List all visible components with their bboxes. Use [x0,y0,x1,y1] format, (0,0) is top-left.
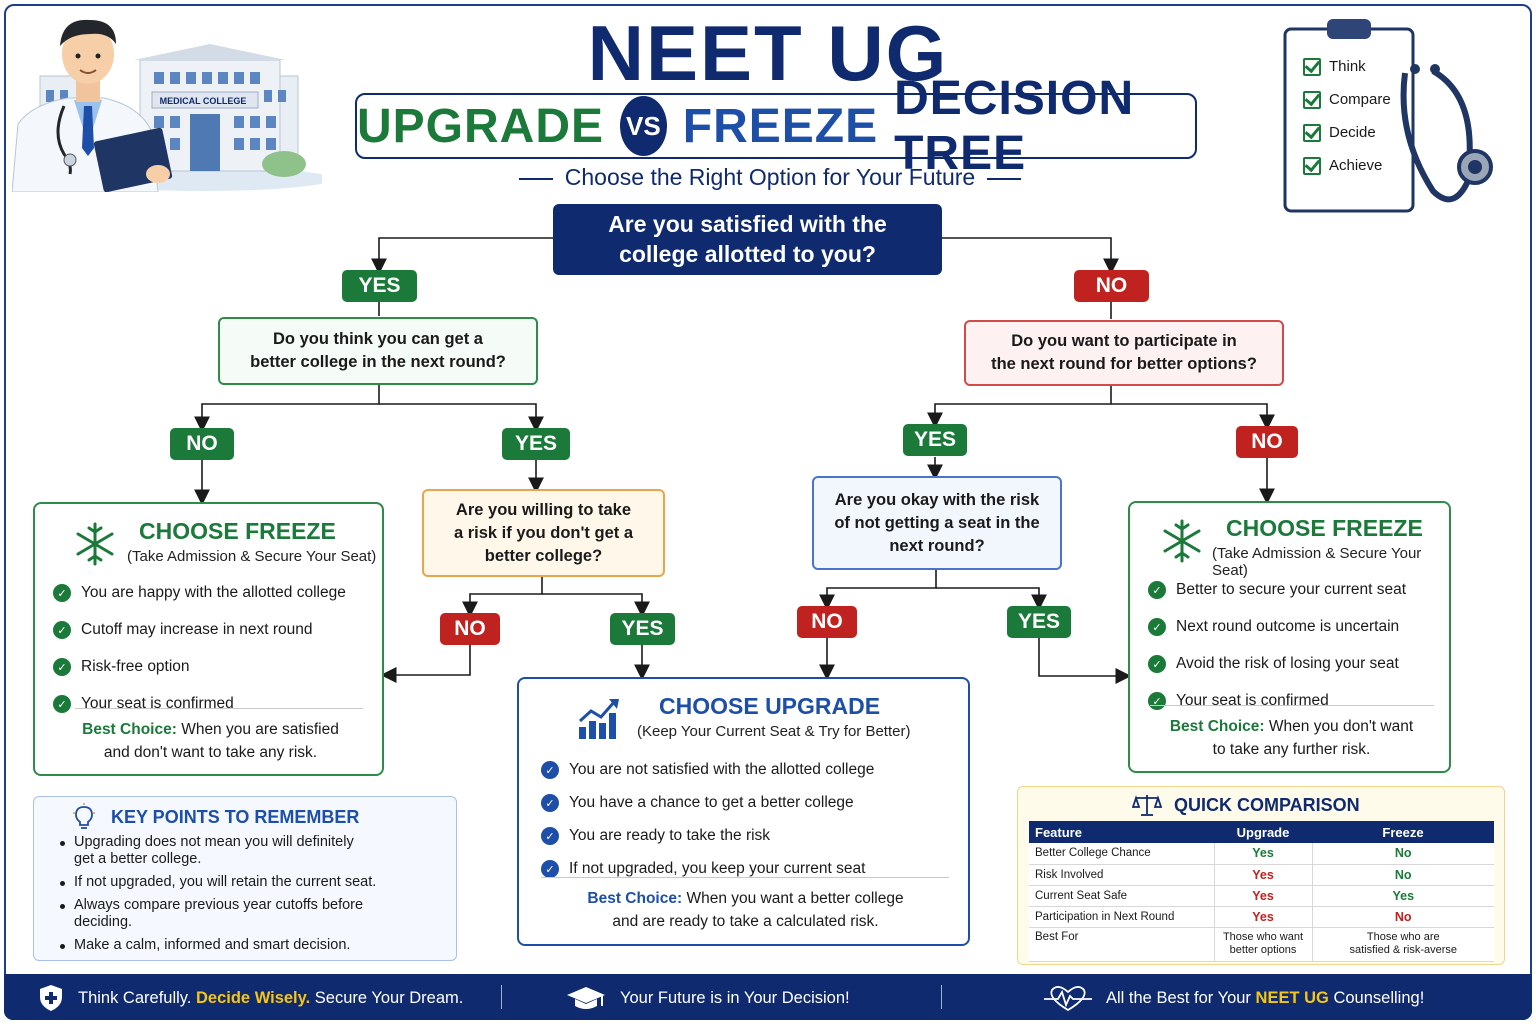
yes-label: YES [610,613,675,645]
check-icon: ✓ [1148,581,1166,599]
yes-label: YES [903,424,967,456]
checklist-item: Compare [1303,83,1391,116]
quick-comparison-panel: QUICK COMPARISON Feature Upgrade Freeze … [1017,786,1505,965]
vs-badge: VS [620,96,667,156]
checklist-item: Decide [1303,116,1391,149]
checklist-item: Think [1303,50,1391,83]
balance-scale-icon [1132,795,1162,816]
upgrade-word: UPGRADE [357,99,605,153]
comparison-table: Feature Upgrade Freeze Better College Ch… [1029,821,1494,962]
tagline: Choose the Right Option for Your Future [420,164,1120,191]
best-choice: Best Choice: When you want a better coll… [587,890,904,930]
yes-label: YES [502,428,570,460]
card-subtitle: (Take Admission & Secure Your Seat) [127,548,377,565]
checkbox-checked-icon [1303,156,1321,175]
list-item: ✓You have a chance to get a better colle… [541,794,874,812]
no-label: NO [797,606,857,638]
freeze-word: FREEZE [682,99,879,153]
no-label: NO [440,613,500,645]
footer-segment: All the Best for Your NEET UG Counsellin… [1044,984,1424,1012]
table-row: Participation in Next Round Yes No [1029,906,1494,928]
checkbox-checked-icon [1303,90,1321,109]
checkbox-checked-icon [1303,57,1321,76]
card-title: CHOOSE FREEZE [139,518,336,544]
best-choice: Best Choice: When you don't want to take… [1169,718,1414,758]
checkbox-checked-icon [1303,123,1321,142]
footer-segment: Your Future is in Your Decision! [566,984,850,1012]
no-label: NO [1236,426,1298,458]
list-item: ✓You are not satisfied with the allotted… [541,761,874,779]
decision-tree-word: DECISION TREE [894,72,1135,180]
lightbulb-icon [73,803,95,829]
footer-segment: Think Carefully. Decide Wisely. Secure Y… [38,984,463,1012]
list-item: ✓Cutoff may increase in next round [53,621,346,639]
yes-label: YES [1007,606,1071,638]
list-item: ✓You are ready to take the risk [541,827,874,845]
list-item: ✓Next round outcome is uncertain [1148,618,1406,636]
best-choice: Best Choice: When you are satisfied and … [82,721,339,761]
graduation-cap-icon [567,987,605,1009]
table-row: Better College Chance Yes No [1029,843,1494,865]
table-header-row: Feature Upgrade Freeze [1029,821,1494,843]
snowflake-icon [76,522,114,566]
check-icon: ✓ [1148,692,1166,710]
choose-freeze-card-right: CHOOSE FREEZE (Take Admission & Secure Y… [1128,501,1451,773]
check-icon: ✓ [1148,618,1166,636]
key-points-panel: KEY POINTS TO REMEMBER Upgrading does no… [33,796,457,961]
checklist-illustration: Think Compare Decide Achieve [1283,15,1501,215]
check-icon: ✓ [53,621,71,639]
key-points-title: KEY POINTS TO REMEMBER [111,807,360,827]
footer-banner: Think Carefully. Decide Wisely. Secure Y… [4,974,1532,1020]
list-item: ✓Your seat is confirmed [53,695,346,713]
page-title: NEET UG [587,9,949,97]
check-icon: ✓ [541,761,559,779]
checklist-item: Achieve [1303,149,1391,182]
list-item: ✓Avoid the risk of losing your seat [1148,655,1406,673]
key-point-item: If not upgraded, you will retain the cur… [56,874,451,891]
key-point-item: Make a calm, informed and smart decision… [56,937,451,954]
check-icon: ✓ [1148,655,1166,673]
list-item: ✓Better to secure your current seat [1148,581,1406,599]
list-item: ✓Your seat is confirmed [1148,692,1406,710]
root-question: Are you satisfied with the college allot… [553,204,942,275]
no-label: NO [1074,270,1149,302]
heartbeat-icon [1044,986,1092,1012]
card-subtitle: (Keep Your Current Seat & Try for Better… [637,723,911,740]
yes-label: YES [342,270,417,302]
table-row: Current Seat Safe Yes Yes [1029,885,1494,907]
card-subtitle: (Take Admission & Secure Your Seat) [1212,545,1422,579]
choose-freeze-card-left: CHOOSE FREEZE (Take Admission & Secure Y… [33,502,384,776]
card-title: CHOOSE FREEZE [1226,515,1423,541]
check-icon: ✓ [541,827,559,845]
subtitle-banner: UPGRADE VS FREEZE DECISION TREE [355,72,1197,180]
no-label: NO [170,428,234,460]
list-item: ✓You are happy with the allotted college [53,584,346,602]
check-icon: ✓ [541,860,559,878]
list-item: ✓Risk-free option [53,658,346,676]
growth-chart-icon [578,699,619,739]
snowflake-icon [1163,519,1201,563]
choose-upgrade-card: CHOOSE UPGRADE (Keep Your Current Seat &… [517,677,970,946]
doctor-college-illustration: MEDICAL COLLEGE [12,14,322,192]
check-icon: ✓ [541,794,559,812]
key-point-item: Always compare previous year cutoffs bef… [56,897,451,931]
table-row: Risk Involved Yes No [1029,864,1494,886]
card-title: CHOOSE UPGRADE [659,693,881,719]
shield-icon [40,985,62,1011]
check-icon: ✓ [53,695,71,713]
check-icon: ✓ [53,584,71,602]
comparison-title: QUICK COMPARISON [1174,795,1360,815]
building-sign: MEDICAL COLLEGE [160,96,247,106]
check-icon: ✓ [53,658,71,676]
list-item: ✓If not upgraded, you keep your current … [541,860,874,878]
key-point-item: Upgrading does not mean you will definit… [56,834,451,868]
